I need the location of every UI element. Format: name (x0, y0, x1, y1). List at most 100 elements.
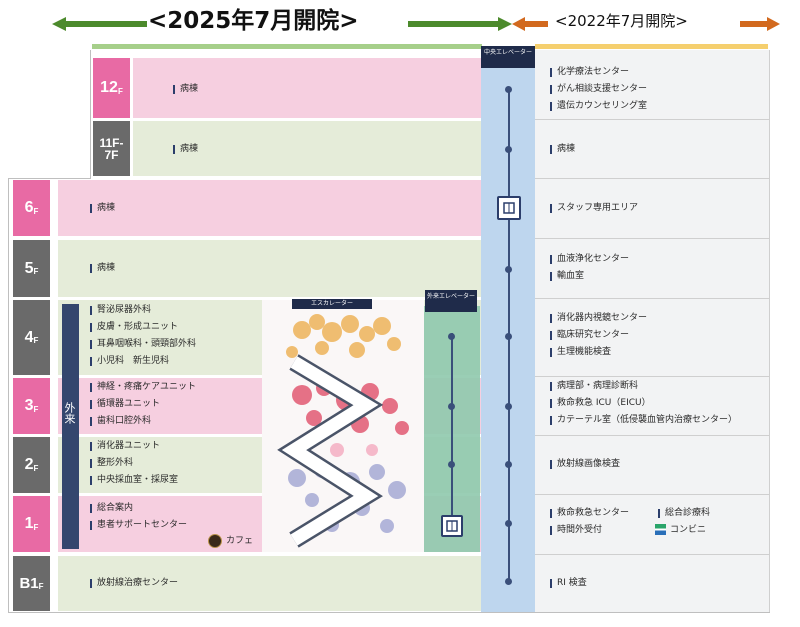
central-elevator-stop (505, 461, 512, 468)
floor-unit: F (33, 404, 39, 414)
row-b1f-bg (58, 556, 481, 611)
outpatient-bar (62, 304, 79, 549)
dept-4f-2: 耳鼻咽喉科・頭頸部外科 (89, 339, 197, 349)
floor-unit: F (117, 86, 123, 96)
outpatient-elevator-stop (448, 461, 455, 468)
divider (533, 298, 770, 299)
outpatient-elevator-icon (441, 515, 463, 537)
old-1f-general: 総合診療科 (657, 508, 711, 518)
outpatient-elevator-stop (448, 403, 455, 410)
old-b1f-0: RI 検査 (550, 578, 587, 588)
old-12f-1: がん相談支援センター (549, 84, 648, 94)
header-left-arrow (52, 16, 147, 31)
old-building (533, 50, 770, 612)
divider (533, 554, 770, 555)
row-5f-bg (58, 240, 481, 297)
old-5f-1: 輸血室 (549, 271, 585, 281)
dept-4f-3: 小児科 新生児科 (89, 356, 170, 366)
header-right-title: <2022年7月開院> (555, 12, 688, 30)
header-left-title: <2025年7月開院> (148, 8, 359, 34)
dept-5f-ward: 病棟 (89, 263, 116, 273)
dept-3f-1: 循環器ユニット (89, 399, 161, 409)
old-building-top-line (535, 44, 768, 49)
divider (533, 435, 770, 436)
old-1f-0: 救命救急センター (549, 508, 630, 518)
new-building-top-line (92, 44, 482, 49)
divider (533, 178, 770, 179)
header-right-arrow (740, 16, 780, 31)
dept-3f-0: 神経・疼痛ケアユニット (89, 382, 197, 392)
dept-12f-ward: 病棟 (172, 84, 199, 94)
row-6f-bg (58, 180, 481, 236)
old-1f-1: 時間外受付 (549, 525, 603, 535)
floor-number: 12 (100, 79, 118, 96)
old-4f-1: 臨床研究センター (549, 330, 630, 340)
floor-number: 5 (24, 259, 34, 277)
old-4f-2: 生理機能検査 (549, 347, 612, 357)
divider (533, 494, 770, 495)
flower-decoration (277, 314, 409, 548)
escalator-area (262, 300, 424, 552)
dept-4f-0: 腎泌尿器外科 (89, 305, 152, 315)
outpatient-elevator-label: 外来エレベーター (425, 290, 477, 312)
row-12f-bg (133, 58, 481, 118)
floor-number: 1 (24, 515, 34, 532)
outpatient-elevator-line (451, 333, 453, 528)
floor-unit: F (33, 206, 39, 216)
central-elevator-stop (505, 266, 512, 273)
dept-3f-2: 歯科口腔外科 (89, 416, 152, 426)
central-elevator-stop (505, 578, 512, 585)
outpatient-elevator-stop (448, 333, 455, 340)
floor-number: 6 (24, 199, 34, 216)
frame-line (90, 50, 91, 178)
old-4f-0: 消化器内視鏡センター (549, 313, 648, 323)
dept-2f-0: 消化器ユニット (89, 441, 161, 451)
outpatient-label: 外来 (63, 402, 76, 424)
header-right-arrow-left (512, 16, 548, 31)
old-1f-convenience: コンビニ (670, 525, 707, 535)
divider (533, 376, 770, 377)
central-elevator-stop (505, 333, 512, 340)
dept-4f-1: 皮膚・形成ユニット (89, 322, 179, 332)
old-5f-0: 血液浄化センター (549, 254, 630, 264)
floor-unit: F (33, 522, 39, 532)
cafe-label: カフェ (226, 536, 254, 546)
dept-b1f-0: 放射線治療センター (89, 578, 179, 588)
floor-number: 11F-7F (99, 135, 124, 162)
dept-2f-2: 中央採血室・採尿室 (89, 475, 179, 485)
dept-2f-1: 整形外科 (89, 458, 134, 468)
old-3f-0: 病理部・病理診断科 (549, 381, 639, 391)
convenience-store-icon (655, 524, 666, 535)
floor-unit: F (33, 463, 39, 473)
central-elevator-stop (505, 520, 512, 527)
old-2f-0: 放射線画像検査 (549, 459, 621, 469)
dept-6f-ward: 病棟 (89, 203, 116, 213)
old-12f-2: 遺伝カウンセリング室 (549, 101, 648, 111)
dept-1f-1: 患者サポートセンター (89, 520, 188, 530)
central-elevator-stop (505, 403, 512, 410)
old-3f-2: カテーテル室（低侵襲血管内治療センター） (549, 415, 738, 425)
floor-number: 3 (24, 397, 34, 414)
divider (533, 119, 770, 120)
floor-number: B1 (19, 575, 39, 592)
old-11f-0: 病棟 (549, 144, 576, 154)
central-elevator-stop (505, 146, 512, 153)
frame-bottom (8, 612, 770, 613)
old-6f-0: スタッフ専用エリア (549, 203, 639, 213)
frame-line (8, 178, 91, 179)
floor-number: 4 (24, 328, 34, 346)
floor-11f-7f: 11F-7F (93, 121, 130, 176)
floor-unit: F (33, 336, 39, 345)
central-elevator-label: 中央エレベーター (481, 46, 535, 68)
central-elevator-icon (497, 196, 521, 220)
dept-11f-ward: 病棟 (172, 144, 199, 154)
escalator-label: エスカレーター (292, 299, 372, 309)
